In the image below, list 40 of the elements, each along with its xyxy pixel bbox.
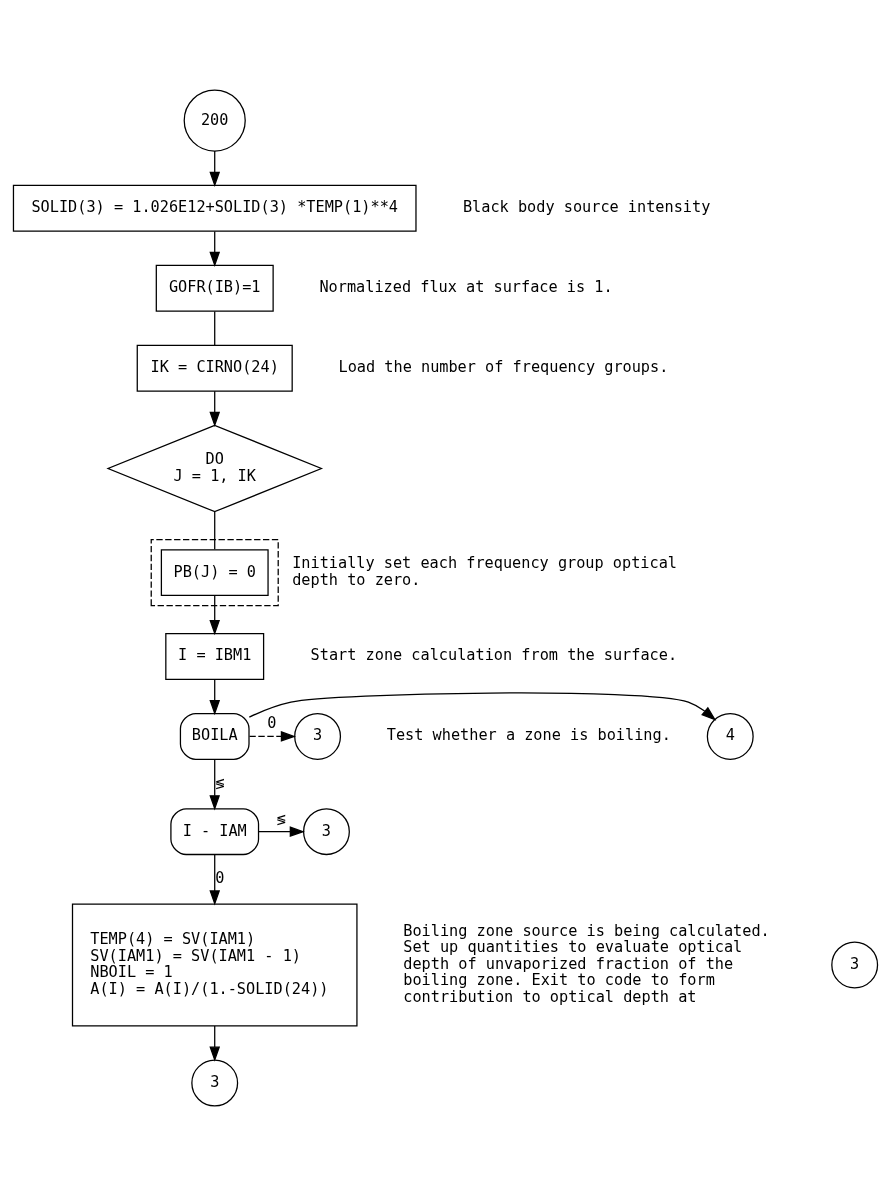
node-label: Load the number of frequency groups. — [338, 357, 669, 376]
node-box: I - IAM — [170, 807, 260, 855]
arrow — [209, 594, 221, 635]
arrow — [209, 758, 221, 810]
node-circle: 3 — [831, 941, 879, 988]
edge-label: ≶ — [215, 773, 225, 792]
node-label: Black body source intensity — [462, 197, 711, 216]
connector — [214, 310, 216, 346]
node-box: GOFR(IB)=1 — [155, 264, 274, 312]
arrow — [248, 691, 717, 721]
node-circle: 3 — [294, 712, 342, 760]
node-circle: 4 — [706, 712, 754, 760]
node-box: I = IBM1 — [165, 632, 265, 680]
arrow — [209, 1024, 221, 1062]
cluster — [150, 538, 279, 606]
node-label: Boiling zone source is being calculated. Set up quantities to evaluate optical depth of unvaporized fraction of the boiling zone. Exit to code to form contribution to optical depth at — [403, 921, 770, 1006]
arrow — [257, 825, 305, 837]
node-label: Initially set each frequency group optical depth to zero. — [292, 553, 677, 589]
node-box: TEMP(4) = SV(IAM1) SV(IAM1) = SV(IAM1 - 1) NBOIL = 1 A(I) = A(I)/(1.-SOLID(24)) — [71, 902, 358, 1027]
node-circle: 3 — [191, 1059, 239, 1107]
node-box: IK = CIRNO(24) — [136, 344, 293, 392]
edge-label: 0 — [267, 713, 277, 732]
arrow — [248, 730, 297, 742]
arrow — [209, 853, 221, 906]
arrow — [209, 150, 221, 187]
arrow — [209, 390, 221, 427]
connector — [214, 510, 216, 550]
node-box: SOLID(3) = 1.026E12+SOLID(3) *TEMP(1)**4 — [12, 184, 417, 232]
node-box: PB(J) = 0 — [160, 548, 269, 596]
arrow — [209, 230, 221, 267]
edge-label: ≶ — [276, 809, 286, 828]
node-label: Test whether a zone is boiling. — [386, 725, 671, 744]
node-diamond: DO J = 1, IK — [106, 424, 324, 512]
node-circle: 3 — [302, 807, 350, 855]
edge-label: 0 — [215, 868, 225, 887]
node-box: BOILA — [179, 712, 250, 760]
node-circle: 200 — [183, 88, 246, 152]
arrow — [209, 678, 221, 715]
node-label: Start zone calculation from the surface. — [310, 645, 678, 664]
node-label: Normalized flux at surface is 1. — [319, 277, 613, 296]
